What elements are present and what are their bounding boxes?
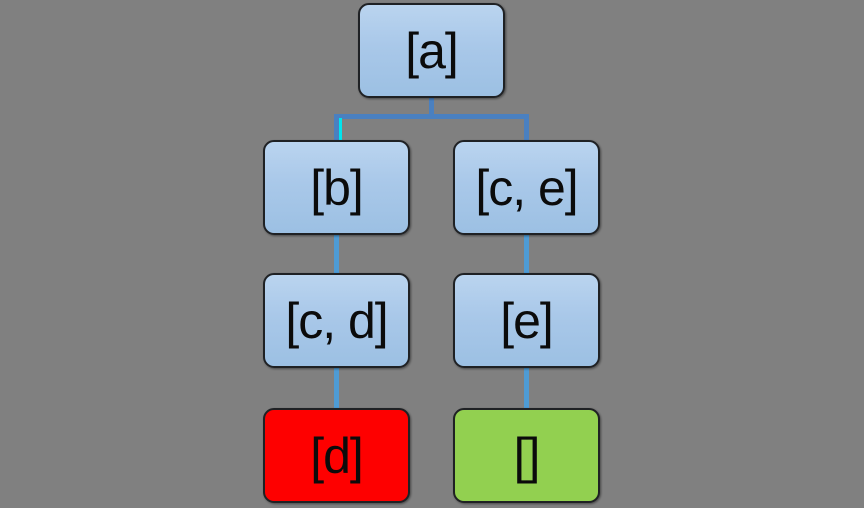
- tree-node-e: [e]: [453, 273, 600, 368]
- tree-node-ce: [c, e]: [453, 140, 600, 235]
- tree-node-d-failure: [d]: [263, 408, 410, 503]
- connector-b-to-cd: [334, 230, 339, 276]
- tree-node-cd: [c, d]: [263, 273, 410, 368]
- connector-drop-to-ce: [524, 114, 529, 143]
- connector-horizontal-bar: [334, 114, 529, 119]
- connector-e-to-empty: [524, 365, 529, 411]
- connector-a-stem: [429, 96, 434, 118]
- tree-node-a: [a]: [358, 3, 505, 98]
- tree-node-empty-success: []: [453, 408, 600, 503]
- tree-node-b-label: [b]: [310, 159, 364, 216]
- tree-node-e-label: [e]: [500, 292, 554, 349]
- connector-highlight-segment: [339, 118, 342, 142]
- tree-node-ce-label: [c, e]: [475, 159, 578, 216]
- connector-drop-to-b: [334, 114, 339, 143]
- tree-node-d-label: [d]: [310, 427, 364, 484]
- tree-node-b: [b]: [263, 140, 410, 235]
- connector-cd-to-d: [334, 365, 339, 411]
- connector-ce-to-e: [524, 230, 529, 276]
- tree-node-empty-label: []: [513, 427, 541, 484]
- tree-node-a-label: [a]: [405, 22, 459, 79]
- tree-node-cd-label: [c, d]: [285, 292, 388, 349]
